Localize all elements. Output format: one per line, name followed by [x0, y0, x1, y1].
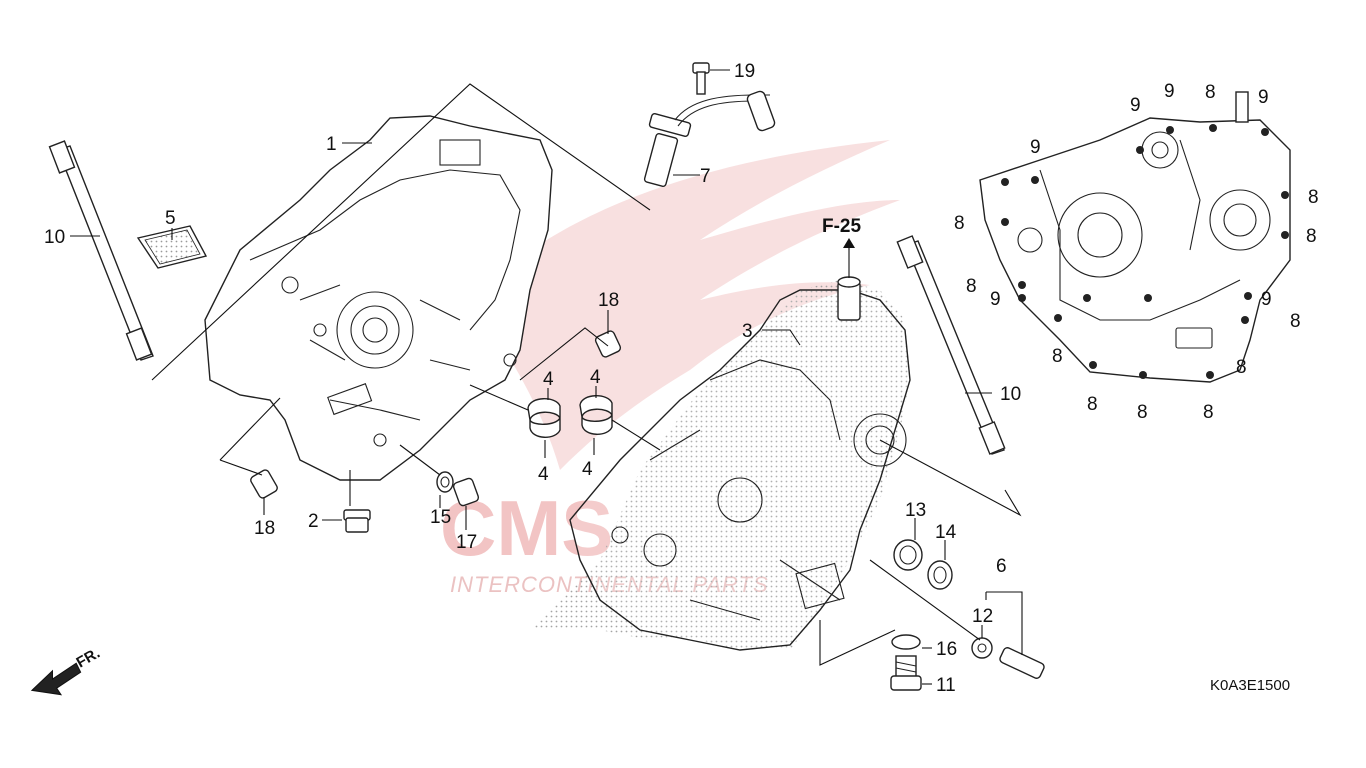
stud-bolt-left [48, 140, 154, 361]
left-crankcase [204, 115, 553, 481]
callout-16: 16 [936, 639, 957, 660]
callout-18: 18 [598, 290, 619, 311]
neutral-switch [971, 637, 1045, 679]
bolt-label-9: 9 [1130, 95, 1141, 116]
bolt-label-8: 8 [966, 276, 977, 297]
oil-strainer [136, 225, 208, 269]
bolt-label-9: 9 [1261, 289, 1272, 310]
callout-17: 17 [456, 532, 477, 553]
stud-bolt-right [896, 235, 1006, 455]
bolt-label-8: 8 [1290, 311, 1301, 332]
drain-bolt [343, 509, 371, 533]
bearing-and-seal [893, 539, 953, 590]
callout-4: 4 [543, 369, 554, 390]
bolt-label-9: 9 [1030, 137, 1041, 158]
callout-3: 3 [742, 321, 753, 342]
callout-11: 11 [936, 675, 956, 696]
callout-2: 2 [308, 511, 319, 532]
callout-4: 4 [582, 459, 593, 480]
callout-10: 10 [1000, 384, 1021, 405]
callout-4: 4 [538, 464, 549, 485]
bolt-label-9: 9 [990, 289, 1001, 310]
bolt-layout-view [979, 91, 1291, 383]
callout-12: 12 [972, 606, 993, 627]
right-crankcase [530, 276, 911, 651]
callout-4: 4 [590, 367, 601, 388]
bolt-label-8: 8 [1308, 187, 1319, 208]
callout-14: 14 [935, 522, 957, 543]
diagram-code: K0A3E1500 [1210, 677, 1290, 694]
drain-washer-and-bolt [890, 634, 922, 691]
speed-sensor [643, 62, 776, 188]
watermark-wing-shape [470, 140, 900, 470]
bolt-callouts: 8 8 8 8 8 8 8 8 8 8 8 9 9 9 9 9 9 [954, 81, 1319, 423]
bolt-label-8: 8 [954, 213, 965, 234]
bolt-holes [1001, 124, 1289, 379]
callout-6: 6 [996, 556, 1007, 577]
front-direction-arrow: FR. [30, 645, 103, 696]
bolt-label-8: 8 [1087, 394, 1098, 415]
callout-1: 1 [326, 134, 337, 155]
bolt-label-8: 8 [1205, 82, 1216, 103]
callout-10: 10 [44, 227, 65, 248]
callout-15: 15 [430, 507, 451, 528]
bolt-label-8: 8 [1052, 346, 1063, 367]
bolt-label-8: 8 [1236, 357, 1247, 378]
callout-18: 18 [254, 518, 275, 539]
reference-arrow [843, 238, 855, 250]
callout-labels: 1 2 3 4 4 4 4 5 6 7 10 10 11 12 13 14 15… [44, 61, 1021, 696]
callout-19: 19 [734, 61, 755, 82]
reference-label: F-25 [822, 216, 862, 237]
bolt-label-8: 8 [1137, 402, 1148, 423]
bearing-shells [527, 395, 613, 438]
leader-lines [70, 69, 1023, 685]
bolt-label-8: 8 [1203, 402, 1214, 423]
callout-5: 5 [165, 208, 176, 229]
bolt-label-9: 9 [1164, 81, 1175, 102]
bolt-label-8: 8 [1306, 226, 1317, 247]
callout-7: 7 [700, 166, 711, 187]
dowel-pins [250, 330, 622, 507]
bolt-label-9: 9 [1258, 87, 1269, 108]
callout-13: 13 [905, 500, 926, 521]
